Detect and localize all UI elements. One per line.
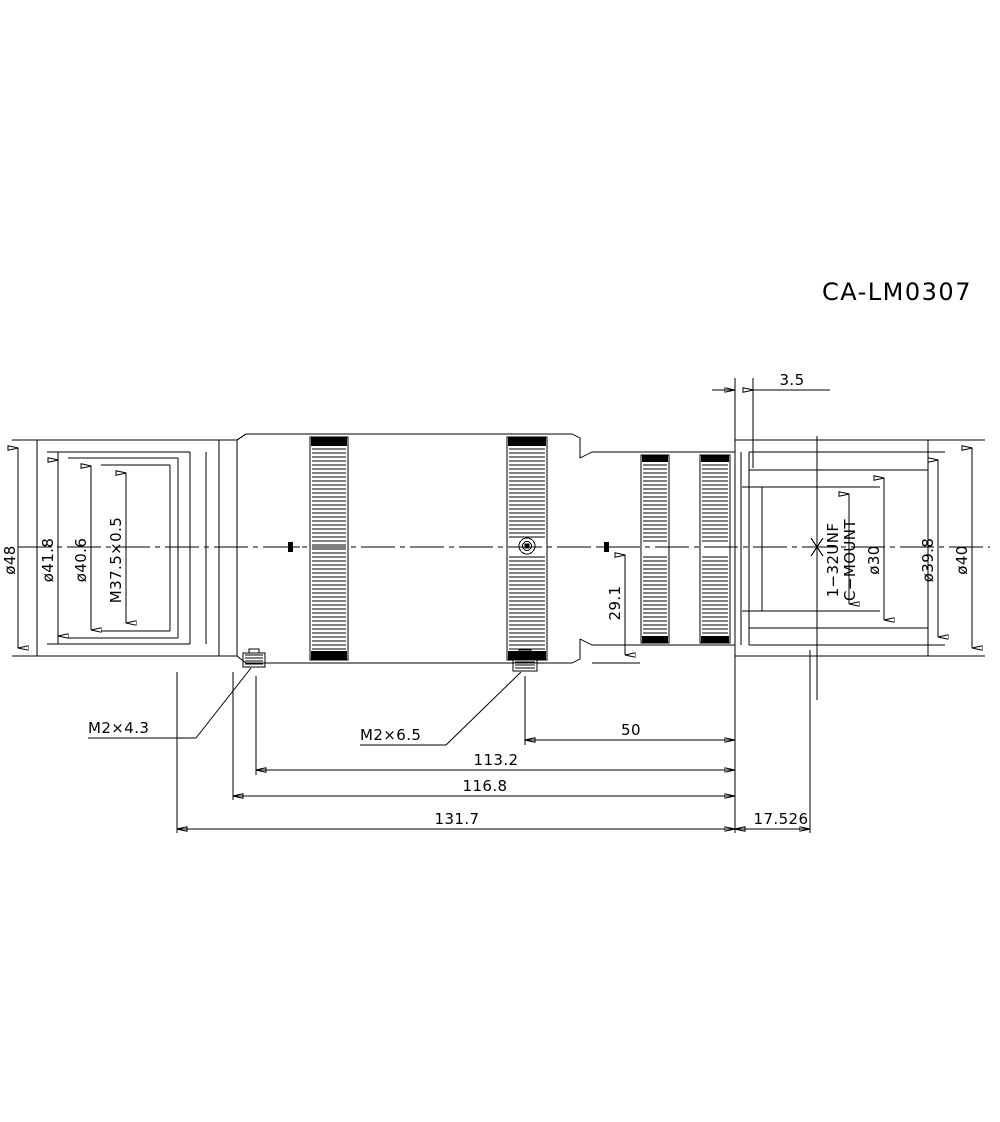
dim-label-phi40: ø40 (953, 545, 971, 574)
dim-label-116-8: 116.8 (463, 777, 508, 795)
dim-29-1: 29.1 (592, 546, 640, 664)
dim-label-phi48: ø48 (1, 545, 19, 574)
dim-131-7: 131.7 (177, 810, 735, 829)
dim-phi41-8: ø41.8 (39, 451, 58, 645)
dim-label-c-mount-thread-1: 1−32UNF (824, 523, 842, 598)
dim-113-2: 113.2 (256, 751, 735, 770)
dim-phi40: ø40 (928, 439, 985, 657)
dim-c-mount-thread: 1−32UNF C−MOUNT (824, 486, 880, 612)
dim-label-17-526: 17.526 (754, 810, 809, 828)
dim-label-m2x4-3: M2×4.3 (88, 719, 149, 737)
dim-phi30: ø30 (762, 469, 903, 629)
set-screw-middle (512, 649, 538, 672)
dim-label-3-5: 3.5 (779, 371, 804, 389)
knurled-ring-iris (506, 436, 548, 661)
dim-label-m2x6-5: M2×6.5 (360, 726, 421, 744)
dim-m37-5: M37.5×0.5 (101, 464, 148, 632)
extension-lines-bottom (176, 672, 736, 833)
dim-label-phi30: ø30 (865, 545, 883, 574)
dim-label-29-1: 29.1 (606, 586, 624, 621)
dim-label-phi39-8: ø39.8 (919, 538, 937, 583)
dim-phi39-8: ø39.8 (749, 451, 945, 646)
drawing-title: CA-LM0307 (822, 278, 972, 306)
dim-label-131-7: 131.7 (435, 810, 480, 828)
dim-50: 50 (525, 721, 735, 740)
dim-116-8: 116.8 (233, 777, 735, 796)
leader-m2x4-3: M2×4.3 (88, 667, 252, 739)
dim-phi40-6: ø40.6 (68, 457, 101, 639)
knurled-ring-rear-b (699, 454, 731, 644)
dim-label-phi41-8: ø41.8 (39, 538, 57, 583)
dim-label-m37-5: M37.5×0.5 (107, 517, 125, 603)
dim-3-5: 3.5 (712, 371, 830, 390)
dim-label-50: 50 (621, 721, 641, 739)
dim-phi48: ø48 (1, 439, 37, 657)
dim-label-113-2: 113.2 (474, 751, 519, 769)
dim-label-phi40-6: ø40.6 (72, 538, 90, 583)
knurled-ring-focus (309, 436, 349, 661)
leader-m2x6-5: M2×6.5 (360, 671, 522, 746)
set-screw-front (242, 648, 266, 668)
knurled-ring-rear-a (640, 454, 670, 644)
dim-label-c-mount-thread-2: C−MOUNT (841, 519, 859, 601)
lens-body-outline (36, 433, 929, 664)
dim-17-526: 17.526 (735, 810, 810, 829)
